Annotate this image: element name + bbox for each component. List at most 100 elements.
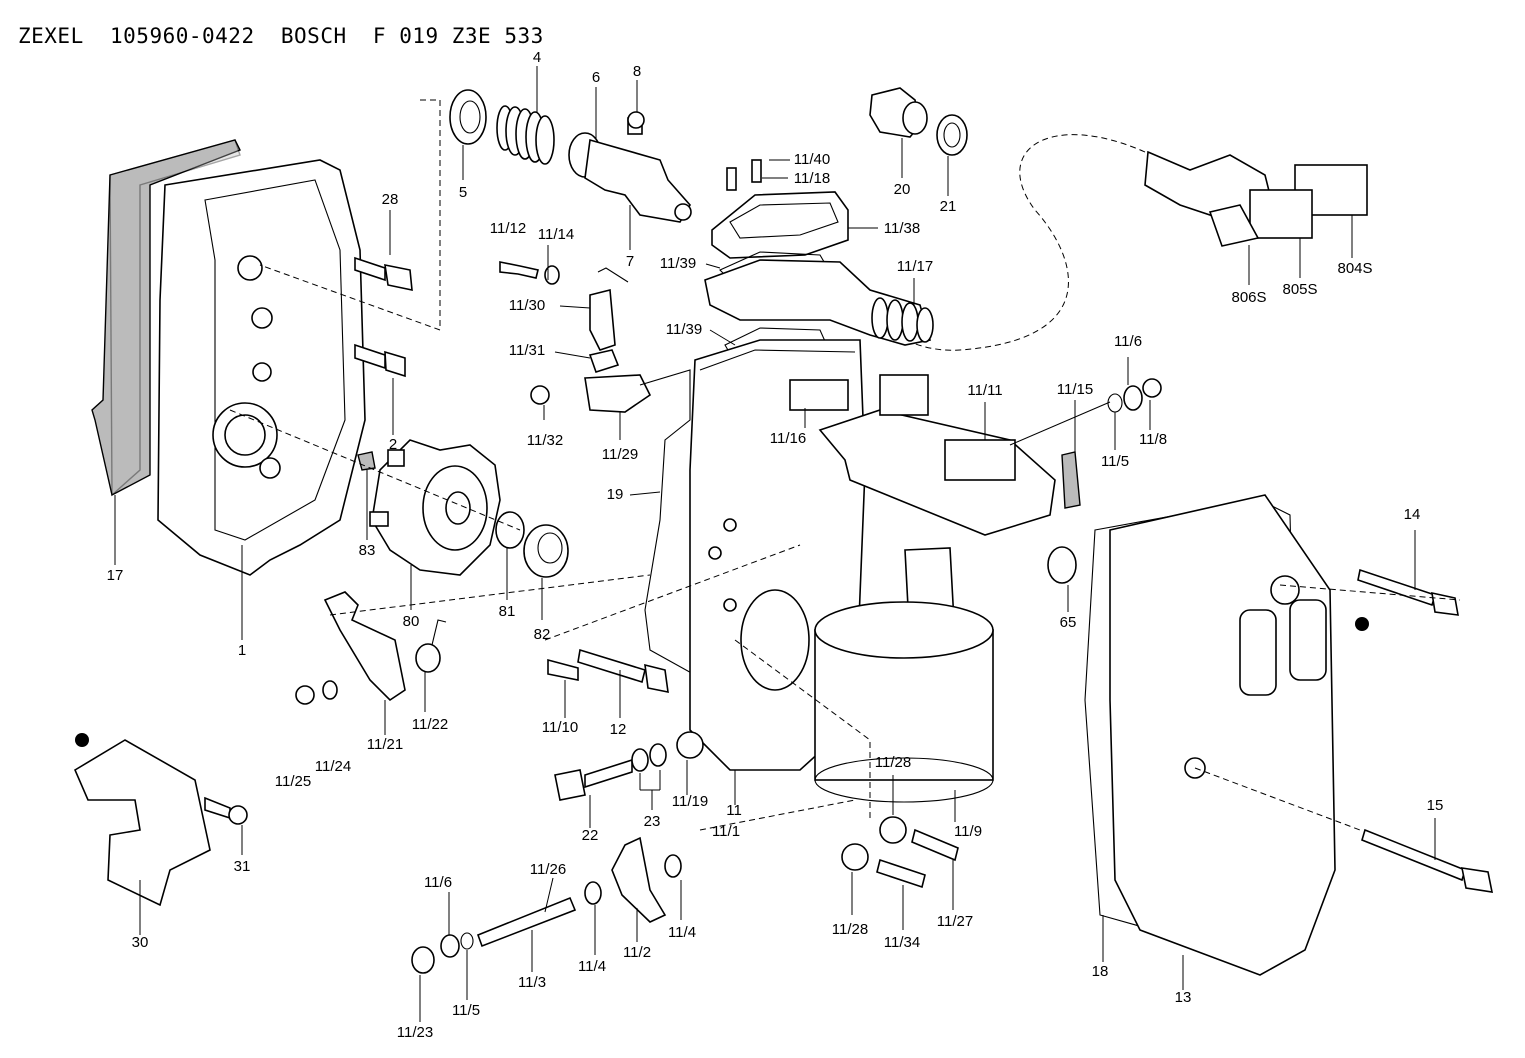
lever-11-2 [611, 836, 667, 923]
part-label-p5: 5 [458, 184, 468, 201]
washer-11-4-lower [584, 881, 602, 905]
part-label-p11-19: 11/19 [671, 793, 709, 810]
part-label-p11-6b: 11/6 [423, 874, 453, 891]
cover-13 [1109, 494, 1336, 976]
bosch-part-number: F 019 Z3E 533 [372, 24, 544, 48]
nut-11-25 [295, 685, 315, 705]
fitting-11-30 [589, 288, 616, 351]
cover-11-38 [711, 191, 849, 259]
part-label-p30: 30 [131, 934, 149, 951]
part-label-p82: 82 [533, 626, 551, 643]
part-label-p31: 31 [233, 858, 251, 875]
washer-21 [936, 114, 968, 156]
part-label-p6: 6 [591, 69, 601, 86]
nut-11-8 [1142, 378, 1162, 398]
solenoid-11-9 [814, 547, 994, 803]
part-label-p83: 83 [358, 542, 376, 559]
bolt-8 [627, 111, 645, 129]
washer-23a [631, 748, 649, 772]
screw-11-32 [530, 385, 550, 405]
leader-lines [114, 66, 1436, 1022]
part-label-p11-38: 11/38 [883, 220, 921, 237]
o-ring-11-5-lower [460, 932, 474, 950]
diagram-header: ZEXEL 105960-0422 BOSCH F 019 Z3E 533 [18, 24, 544, 48]
washer-11-6-lower [440, 934, 460, 958]
washer-81 [495, 511, 525, 549]
bolt-14-head [1431, 591, 1459, 616]
part-label-p1: 1 [237, 642, 247, 659]
part-label-p11-1: 11/1 [711, 823, 741, 840]
reference-dot-left [75, 733, 89, 747]
part-label-p4: 4 [532, 49, 542, 66]
part-label-p11-8: 11/8 [1138, 431, 1168, 448]
nut-82 [523, 524, 569, 578]
part-label-p11-30: 11/30 [508, 297, 546, 314]
bracket-11-29 [584, 374, 652, 413]
part-label-p13: 13 [1174, 989, 1192, 1006]
part-label-p806s: 806S [1231, 289, 1267, 306]
part-label-p11-15: 11/15 [1056, 381, 1094, 398]
bolt-14 [1357, 568, 1436, 607]
nut-11-31 [588, 349, 620, 373]
lever-assembly-6-7 [568, 117, 692, 223]
screw-11-12 [499, 261, 539, 279]
lever-11-21 [323, 591, 406, 702]
nut-11-28-upper [879, 816, 907, 844]
part-label-p11-9: 11/9 [953, 823, 983, 840]
part-label-p7: 7 [625, 253, 635, 270]
washer-11-14 [544, 265, 560, 285]
part-label-p11-10: 11/10 [541, 719, 579, 736]
part-label-p28: 28 [381, 191, 399, 208]
part-label-p11-5b: 11/5 [451, 1002, 481, 1019]
washer-11-4-upper [664, 854, 682, 878]
maker-name: ZEXEL [18, 24, 84, 48]
key-83 [357, 451, 376, 471]
part-label-p23: 23 [643, 813, 661, 830]
part-label-p11-22: 11/22 [411, 716, 449, 733]
part-label-p12: 12 [609, 721, 627, 738]
part-label-p11: 11 [726, 802, 742, 819]
part-label-p8: 8 [632, 63, 642, 80]
part-label-p11-31: 11/31 [508, 342, 546, 359]
part-label-p11-39a: 11/39 [659, 255, 697, 272]
bolt-28 [354, 256, 413, 292]
shaft-11-3 [476, 896, 577, 948]
part-label-p81: 81 [498, 603, 516, 620]
part-label-p804s: 804S [1337, 260, 1373, 277]
nut-11-19 [676, 731, 704, 759]
part-label-p11-5a: 11/5 [1100, 453, 1130, 470]
bushing-11-23 [411, 946, 435, 974]
connector-harness [1144, 150, 1368, 247]
zexel-part-number: 105960-0422 [110, 24, 255, 48]
bolt-22 [554, 769, 586, 801]
part-label-p11-16: 11/16 [769, 430, 807, 447]
part-label-p11-40: 11/40 [793, 151, 831, 168]
part-label-p11-25: 11/25 [274, 773, 312, 790]
part-label-p11-4b: 11/4 [667, 924, 697, 941]
part-label-p11-21: 11/21 [366, 736, 404, 753]
part-label-p11-18: 11/18 [793, 170, 831, 187]
brand-name: BOSCH [280, 24, 347, 48]
screw-12 [577, 648, 646, 684]
housing-1 [157, 159, 366, 576]
bolt-11-10 [547, 658, 579, 681]
part-label-p11-39b: 11/39 [665, 321, 703, 338]
part-label-p11-17: 11/17 [896, 258, 934, 275]
part-label-p11-28a: 11/28 [874, 754, 912, 771]
part-label-p11-2: 11/2 [622, 944, 652, 961]
part-label-p22: 22 [581, 827, 599, 844]
part-label-p21: 21 [939, 198, 957, 215]
part-label-p15: 15 [1426, 797, 1444, 814]
plug-20 [869, 87, 928, 138]
spring-11-22 [415, 643, 441, 673]
part-label-p805s: 805S [1282, 281, 1318, 298]
seal-5 [449, 89, 487, 145]
clip-11-15 [1061, 451, 1081, 509]
part-label-p11-3: 11/3 [517, 974, 547, 991]
part-label-p11-27: 11/27 [936, 913, 974, 930]
part-label-p11-4a: 11/4 [577, 958, 607, 975]
nut-11-28-lower [841, 843, 869, 871]
gasket-17 [91, 139, 241, 497]
part-label-p17: 17 [106, 567, 124, 584]
